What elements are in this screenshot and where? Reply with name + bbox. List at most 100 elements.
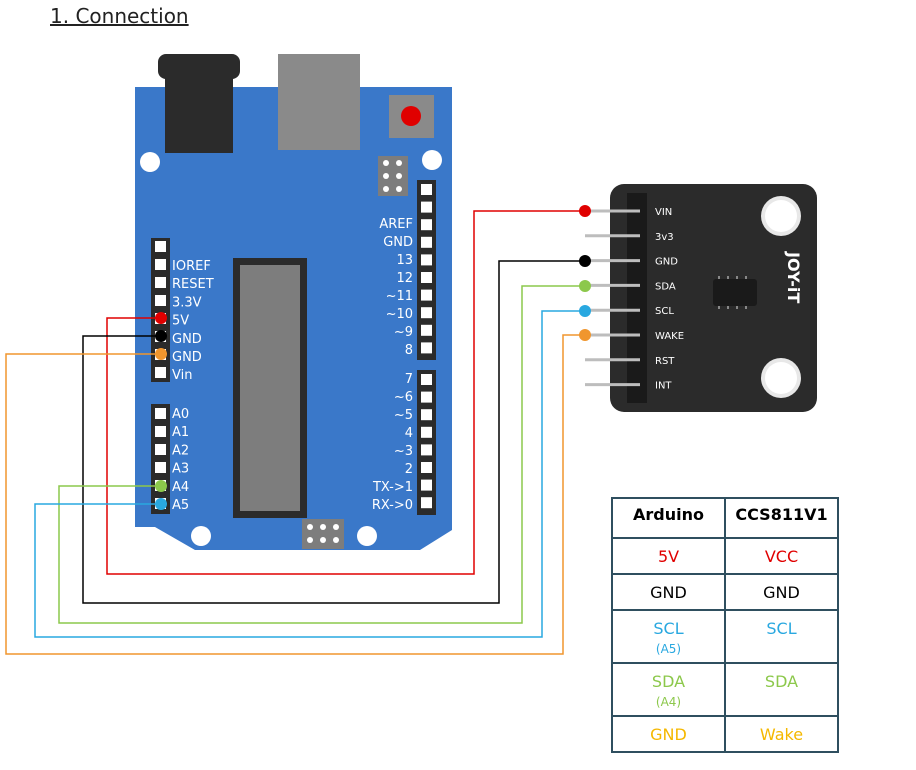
pin-label-a3: A3 [172, 462, 189, 477]
pin-label-gnd: GND [172, 332, 202, 347]
cell-arduino: GND [611, 715, 726, 753]
header-pin [421, 409, 432, 421]
wire-end-dot [155, 330, 167, 342]
table-row: GND GND [611, 573, 839, 611]
header-pin [421, 479, 432, 491]
cell-sensor: Wake [724, 715, 839, 753]
header-pin [421, 374, 432, 385]
wire-end-dot [579, 329, 591, 341]
cell-sensor: SDA [724, 662, 839, 717]
table-row: GND Wake [611, 715, 839, 753]
wire-end-dot [155, 348, 167, 360]
table-row: 5V VCC [611, 537, 839, 575]
cell-pin-note: (A4) [655, 695, 682, 709]
sensor-pin-label-sda: SDA [655, 281, 676, 292]
table-header-row: Arduino CCS811V1 [611, 497, 839, 539]
header-pin [421, 184, 432, 195]
sensor-pin-label-wake: WAKE [655, 331, 684, 342]
pin-label-d-rx0: RX->0 [372, 498, 413, 513]
header-pin [421, 254, 432, 266]
sensor-pin-label-3v3: 3v3 [655, 232, 674, 243]
pin-label-d-6: ~6 [394, 390, 413, 405]
wire-end-dot [579, 205, 591, 217]
pin-label-d-7: 7 [405, 372, 413, 387]
header-pin [421, 462, 432, 473]
cell-arduino: 5V [611, 537, 726, 575]
connection-table: Arduino CCS811V1 5V VCC GND GND SCL(A5) … [611, 497, 839, 753]
power-jack-top [158, 54, 240, 79]
pin-label-d-gnd: GND [383, 235, 413, 250]
wire-end-dot [579, 280, 591, 292]
wire-end-dot [579, 255, 591, 267]
wire-gnd-wake [5, 334, 585, 655]
wire-end-dot [155, 312, 167, 324]
cell-sensor: VCC [724, 537, 839, 575]
pin-label-d-9: ~9 [394, 325, 413, 340]
sensor-pin-label-vin: VIN [655, 207, 672, 218]
reset-button [401, 106, 421, 126]
header-pin [155, 277, 166, 288]
pin-label-d-5: ~5 [394, 408, 413, 423]
pin-label-d-4: 4 [405, 426, 413, 441]
pin-label-d-12: 12 [396, 271, 413, 286]
mount-hole [357, 526, 377, 546]
pin-label-gnd: GND [172, 350, 202, 365]
header-pin [421, 272, 432, 283]
header-pin [421, 201, 432, 213]
wire-5v-vin [106, 210, 585, 575]
wire-end-dot [155, 480, 167, 492]
header-arduino: Arduino [611, 497, 726, 539]
pin-label-vin: Vin [172, 368, 192, 383]
header-pin [155, 367, 166, 378]
left-analog-header [151, 404, 170, 514]
mount-hole [140, 152, 160, 172]
cell-pin-note: (A5) [655, 642, 682, 656]
arduino-board: IOREFRESET3.3V5VGNDGNDVinA0A1A2A3A4A5ARE… [135, 54, 452, 550]
sensor-pin-label-scl: SCL [655, 306, 674, 317]
header-pin [421, 391, 432, 403]
page-title: 1. Connection [50, 4, 189, 28]
pin-label-d-10: ~10 [386, 307, 413, 322]
pin-label-ioref: IOREF [172, 259, 211, 274]
left-power-header [151, 238, 170, 382]
pin-label-a0: A0 [172, 407, 189, 422]
cell-arduino: SCL(A5) [611, 609, 726, 664]
header-pin [421, 219, 432, 231]
header-pin [155, 408, 166, 419]
pin-label-a5: A5 [172, 498, 189, 513]
header-pin [155, 444, 166, 455]
pin-label-d-8: 8 [405, 343, 413, 358]
cell-arduino: SDA(A4) [611, 662, 726, 717]
header-pin [421, 324, 432, 336]
pin-label-d-3: ~3 [394, 444, 413, 459]
sensor-chip [713, 279, 757, 306]
header-pin [421, 289, 432, 301]
icsp-header-bottom [302, 519, 344, 549]
wire-end-dot [155, 498, 167, 510]
pin-label-5v: 5V [172, 314, 189, 329]
pin-label-reset: RESET [172, 277, 214, 292]
pin-label-d-aref: AREF [379, 217, 413, 232]
pin-label-33v: 3.3V [172, 295, 202, 310]
usb-port [278, 54, 360, 150]
header-pin [421, 236, 432, 248]
header-pin [155, 462, 166, 473]
header-pin [421, 307, 432, 319]
wire-a4-sda [58, 285, 585, 624]
sensor-mount-hole-inner [765, 200, 797, 232]
pin-label-a2: A2 [172, 443, 189, 458]
sensor-pin-label-rst: RST [655, 356, 675, 367]
pin-label-d-tx1: TX->1 [372, 480, 413, 495]
header-pin [155, 241, 166, 252]
table-row: SDA(A4) SDA [611, 662, 839, 717]
pin-label-a1: A1 [172, 425, 189, 440]
sensor-pin-label-gnd: GND [655, 257, 678, 268]
header-pin [155, 426, 166, 437]
header-pin [421, 444, 432, 456]
cell-sensor: GND [724, 573, 839, 611]
microcontroller-chip-face [240, 265, 300, 511]
pin-label-d-11: ~11 [386, 289, 413, 304]
sensor-pin-label-int: INT [655, 381, 672, 392]
